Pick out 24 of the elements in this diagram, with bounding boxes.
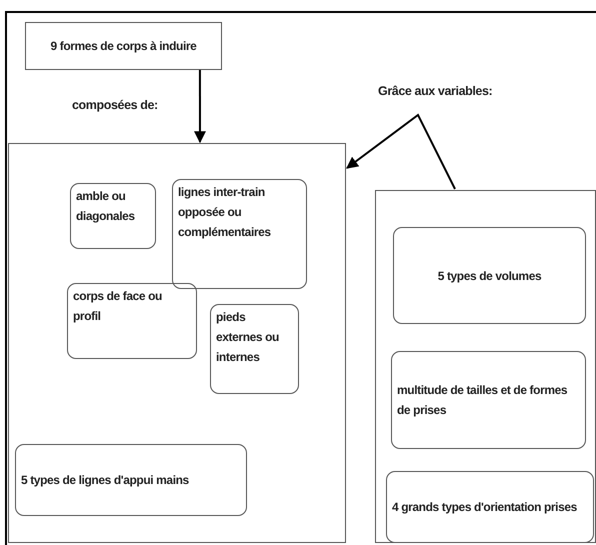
group-panel [375, 190, 596, 543]
node-text: 4 grands types d'orientation prises [391, 499, 578, 516]
edge-label: composées de: [72, 98, 158, 112]
rounded-box [15, 444, 247, 516]
rounded-box [210, 304, 299, 394]
node-text: pieds externes ou internes [215, 309, 280, 366]
rounded-box [386, 471, 594, 543]
node-text: lignes inter-train opposée ou complémentaires [177, 184, 272, 241]
node-text: multitude de tailles et de formes de prises [396, 382, 568, 419]
rounded-box [391, 351, 586, 449]
arrow [194, 70, 206, 144]
group-panel [8, 143, 346, 543]
node-text: corps de face ou profil [72, 288, 163, 325]
node-text: 5 types de lignes d'appui mains [20, 472, 190, 489]
node-text: 5 types de volumes [436, 268, 542, 284]
rounded-box [67, 283, 197, 359]
rounded-box [70, 183, 156, 249]
node-text: amble ou diagonales [75, 188, 136, 225]
rounded-box [172, 179, 307, 289]
node-text: 9 formes de corps à induire [50, 38, 198, 55]
process-box [25, 22, 222, 70]
arrow [346, 113, 456, 190]
edge-label: Grâce aux variables: [378, 84, 492, 98]
rounded-box [393, 227, 586, 324]
